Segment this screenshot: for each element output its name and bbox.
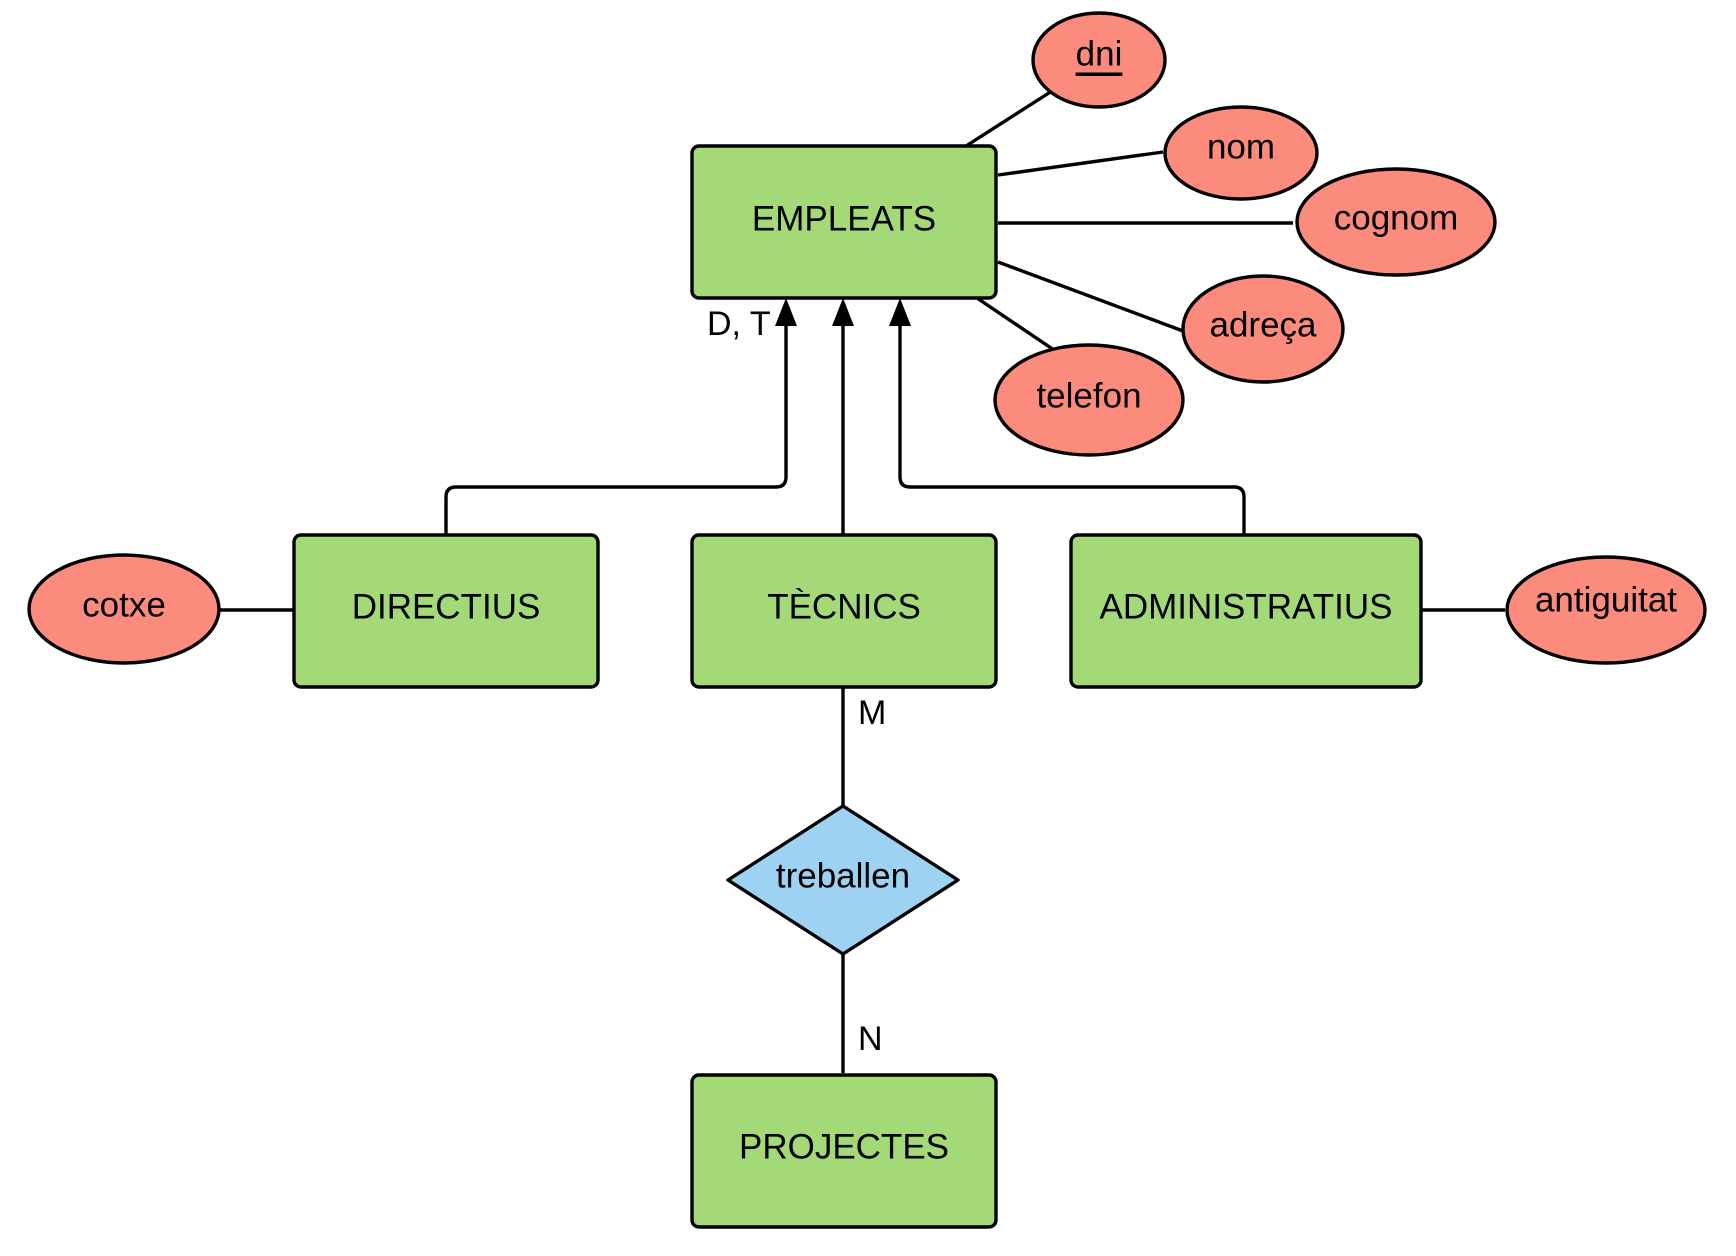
attribute-cotxe: cotxe bbox=[27, 553, 221, 665]
entity-directius-label: DIRECTIUS bbox=[352, 588, 541, 627]
arrowhead-directius bbox=[775, 298, 797, 326]
specialization-connectors bbox=[444, 298, 1246, 535]
cardinality-n-label: N bbox=[858, 1020, 883, 1058]
arrowhead-tecnics bbox=[832, 298, 854, 326]
entity-administratius-label: ADMINISTRATIUS bbox=[1100, 588, 1393, 627]
attribute-nom-label: nom bbox=[1207, 128, 1275, 167]
arrowhead-administratius bbox=[889, 298, 911, 326]
entity-empleats: EMPLEATS bbox=[690, 144, 998, 300]
entity-projectes-label: PROJECTES bbox=[739, 1128, 949, 1167]
attribute-connectors bbox=[218, 89, 1505, 612]
entity-empleats-label: EMPLEATS bbox=[752, 200, 936, 239]
relationship-treballen-label: treballen bbox=[776, 857, 910, 896]
connector-empleats-adreca bbox=[997, 260, 1184, 333]
attribute-telefon: telefon bbox=[993, 343, 1185, 457]
entity-administratius: ADMINISTRATIUS bbox=[1069, 533, 1423, 689]
attribute-cognom: cognom bbox=[1295, 167, 1497, 277]
attribute-telefon-label: telefon bbox=[1036, 377, 1141, 416]
attribute-antiguitat: antiguitat bbox=[1505, 555, 1707, 665]
attribute-cotxe-label: cotxe bbox=[82, 586, 166, 625]
entity-tecnics: TÈCNICS bbox=[690, 533, 998, 689]
entity-directius: DIRECTIUS bbox=[292, 533, 600, 689]
attribute-cognom-label: cognom bbox=[1334, 199, 1459, 238]
attribute-dni: dni bbox=[1031, 11, 1167, 109]
attribute-nom: nom bbox=[1163, 105, 1319, 201]
connector-empleats-dni bbox=[965, 89, 1053, 148]
entity-tecnics-label: TÈCNICS bbox=[767, 588, 921, 627]
relationship-treballen: treballen bbox=[726, 804, 960, 956]
entity-projectes: PROJECTES bbox=[690, 1073, 998, 1229]
attribute-antiguitat-label: antiguitat bbox=[1535, 581, 1677, 620]
connector-empleats-telefon bbox=[976, 296, 1055, 352]
specialization-constraint-label: D, T bbox=[707, 305, 771, 343]
connector-empleats-nom bbox=[997, 150, 1164, 177]
cardinality-m-label: M bbox=[858, 694, 886, 732]
attribute-dni-label: dni bbox=[1076, 35, 1123, 74]
attribute-adreca: adreça bbox=[1181, 274, 1345, 384]
isa-line-directius bbox=[444, 318, 788, 535]
attribute-adreca-label: adreça bbox=[1209, 306, 1317, 345]
isa-line-administratius bbox=[898, 318, 1246, 535]
